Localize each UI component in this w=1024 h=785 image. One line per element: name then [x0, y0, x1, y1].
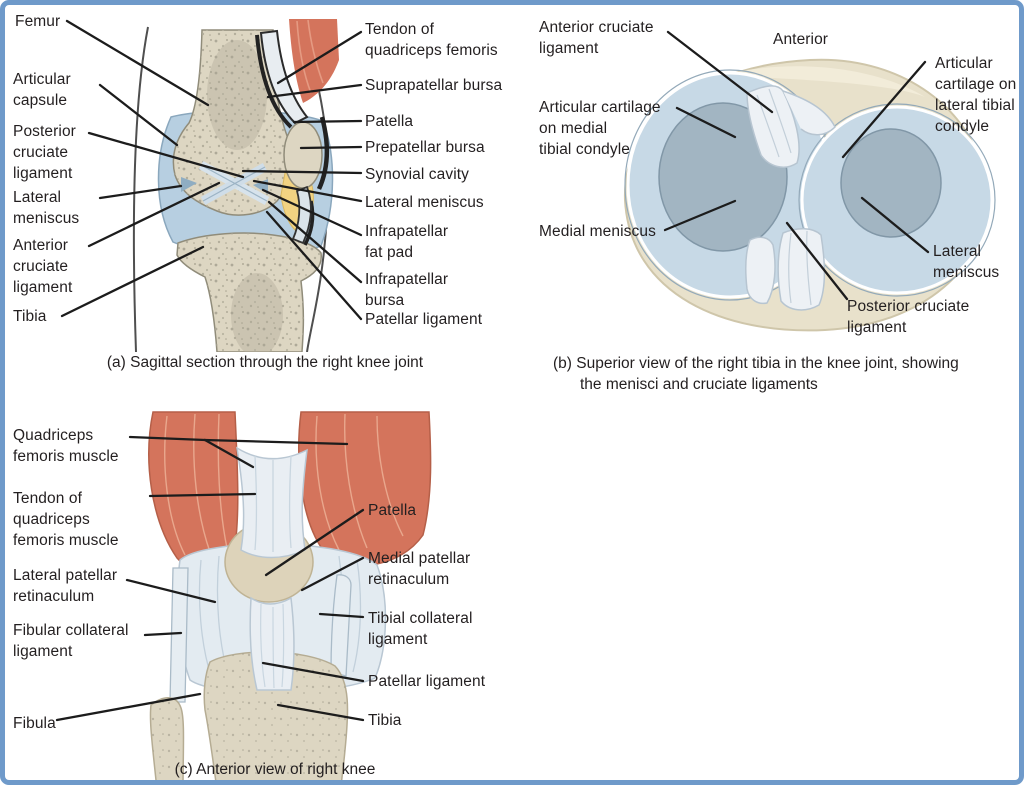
label-tendon-of-quadriceps-femoris: Tendon of quadriceps femoris [365, 21, 498, 59]
articular-cartilage-medial-shape [658, 102, 788, 252]
label-c-fibular-collateral-ligament: Fibular collateral ligament [13, 622, 129, 660]
label-b-articular-cartilage-medial: Articular cartilage on medial tibial con… [539, 99, 661, 158]
label-femur: Femur [15, 13, 61, 30]
label-anterior-cruciate-ligament: Anterior cruciate ligament [13, 237, 73, 296]
label-b-anterior-orientation: Anterior [773, 31, 829, 48]
label-lateral-meniscus-right: Lateral meniscus [365, 194, 484, 211]
patellar-ligament-anterior [249, 596, 295, 691]
panel-c-illustration [55, 411, 432, 780]
articular-cartilage-lateral-shape [840, 128, 942, 238]
label-b-medial-meniscus: Medial meniscus [539, 223, 656, 240]
lateral-meniscus-outline [798, 103, 996, 297]
fibular-collateral-ligament-shape [169, 567, 189, 703]
label-suprapatellar-bursa: Suprapatellar bursa [365, 77, 503, 94]
skin-outline-posterior [132, 26, 149, 352]
lateral-meniscus-anterior-wedge [181, 177, 197, 192]
label-tibia: Tibia [13, 308, 47, 325]
label-c-tibial-collateral-ligament: Tibial collateral ligament [368, 610, 473, 648]
label-b-posterior-cruciate-ligament: Posterior cruciate ligament [847, 298, 970, 336]
label-c-tibia: Tibia [368, 712, 402, 729]
suprapatellar-bursa-shape [255, 34, 293, 129]
label-c-medial-patellar-retinaculum: Medial patellar retinaculum [368, 550, 471, 588]
label-prepatellar-bursa: Prepatellar bursa [365, 139, 485, 156]
label-patella: Patella [365, 113, 414, 130]
label-c-tendon-of-quadriceps: Tendon of quadriceps femoris muscle [13, 490, 119, 549]
label-c-lateral-patellar-retinaculum: Lateral patellar retinaculum [13, 567, 118, 605]
label-b-anterior-cruciate-ligament: Anterior cruciate ligament [539, 19, 654, 57]
label-articular-capsule: Articular capsule [13, 71, 71, 109]
panel-b-illustration [623, 30, 996, 332]
prepatellar-bursa-shape [316, 116, 330, 190]
label-posterior-cruciate-ligament: Posterior cruciate ligament [13, 123, 76, 182]
label-synovial-cavity: Synovial cavity [365, 166, 470, 183]
label-c-patellar-ligament: Patellar ligament [368, 673, 486, 690]
label-c-fibula: Fibula [13, 715, 56, 732]
caption-panel-b-line2: the menisci and cruciate ligaments [580, 376, 818, 393]
quadriceps-tendon-fibers [254, 455, 292, 552]
label-lateral-meniscus-left: Lateral meniscus [13, 189, 80, 227]
posterior-cruciate-ligament-shape [745, 228, 826, 311]
panel-a-leader-lines [60, 19, 363, 321]
patella-bone [283, 121, 323, 189]
label-c-quadriceps-femoris-muscle: Quadriceps femoris muscle [13, 427, 119, 465]
patellar-ligament-shape [291, 185, 312, 245]
label-b-lateral-meniscus: Lateral meniscus [933, 243, 1000, 281]
label-infrapatellar-bursa: Infrapatellar bursa [365, 271, 449, 309]
label-c-patella: Patella [368, 502, 417, 519]
anterior-cruciate-ligament-shape [746, 85, 836, 168]
patellar-ligament-fibers [260, 603, 285, 689]
caption-panel-b-line1: (b) Superior view of the right tibia in … [553, 355, 959, 372]
label-infrapatellar-fat-pad: Infrapatellar fat pad [365, 223, 449, 261]
lateral-retinaculum-fibers [198, 555, 362, 679]
tibial-plateau-highlight [725, 66, 925, 97]
quadriceps-tendon [259, 29, 309, 125]
label-b-articular-cartilage-lateral: Articular cartilage on lateral tibial co… [935, 55, 1017, 135]
quadriceps-femoris-muscle-shape [148, 411, 432, 573]
caption-panel-a: (a) Sagittal section through the right k… [106, 354, 424, 371]
cruciate-ligaments-cross [198, 161, 270, 205]
label-patellar-ligament: Patellar ligament [365, 311, 483, 328]
panel-a-illustration [60, 19, 363, 352]
panel-c-leader-lines [55, 435, 365, 722]
caption-panel-c: (c) Anterior view of right knee [174, 761, 376, 778]
panel-b-leader-lines [663, 30, 930, 301]
